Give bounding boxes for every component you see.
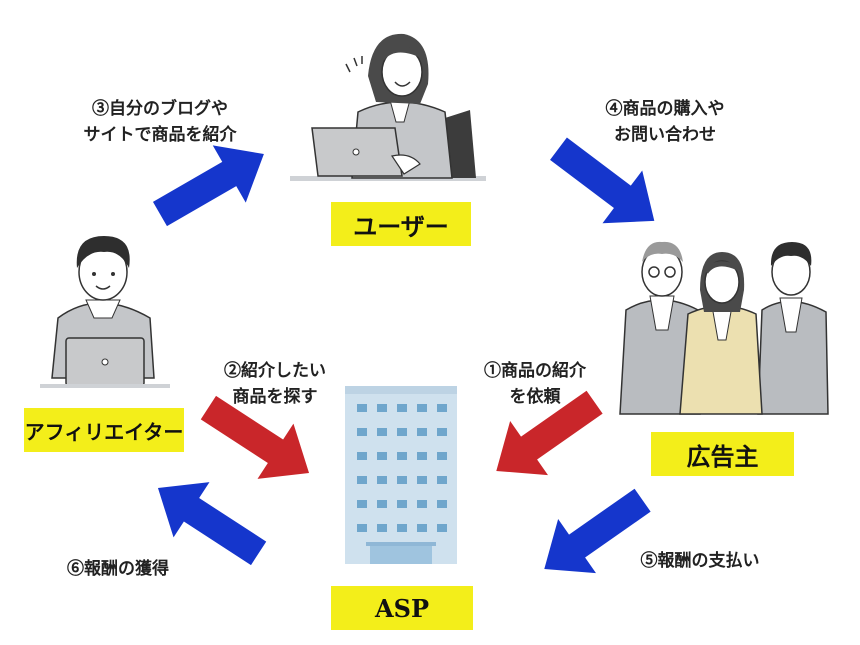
building-window: [397, 404, 407, 412]
building-window: [437, 524, 447, 532]
arrow-asp-to-affiliate: [157, 482, 267, 566]
arrow-affiliate-to-asp: [200, 395, 310, 479]
building-window: [437, 500, 447, 508]
step-3-line-1: ③自分のブログや: [92, 99, 228, 119]
building-window: [437, 428, 447, 436]
building-window: [397, 476, 407, 484]
arrow-user-to-advertiser: [550, 137, 655, 224]
arrow-affiliate-to-user: [152, 145, 264, 227]
building-window: [417, 428, 427, 436]
building-window: [377, 428, 387, 436]
building-window: [417, 476, 427, 484]
step-3-line-2: サイトで商品を紹介: [83, 125, 237, 145]
arrow-advertiser-to-asp: [496, 390, 603, 476]
arrow-advertiser-to-asp-payment: [544, 488, 651, 574]
building-window: [357, 404, 367, 412]
building-window: [437, 404, 447, 412]
step-2-line-2: 商品を探す: [232, 387, 318, 407]
step-1-caption: ①商品の紹介 を依頼: [470, 358, 600, 410]
step-1-line-1: ①商品の紹介: [484, 361, 586, 381]
user-illustration: [290, 33, 486, 181]
building-window: [357, 452, 367, 460]
building-window: [417, 524, 427, 532]
building-window: [397, 500, 407, 508]
step-4-line-1: ④商品の購入や: [605, 99, 725, 119]
step-2-caption: ②紹介したい 商品を探す: [210, 358, 340, 410]
building-window: [417, 452, 427, 460]
step-6-caption: ⑥報酬の獲得: [48, 556, 188, 582]
role-label-advertiser: 広告主: [651, 432, 794, 476]
building-window: [357, 500, 367, 508]
building-windows: [357, 404, 447, 532]
building-window: [377, 476, 387, 484]
step-6-line-1: ⑥報酬の獲得: [67, 559, 169, 579]
building-window: [397, 428, 407, 436]
asp-building: [345, 386, 457, 564]
step-5-line-1: ⑤報酬の支払い: [640, 551, 760, 571]
role-label-affiliate: アフィリエイター: [24, 408, 184, 452]
step-2-line-1: ②紹介したい: [224, 361, 326, 381]
affiliate-illustration: [40, 236, 170, 388]
building-window: [377, 404, 387, 412]
step-3-caption: ③自分のブログや サイトで商品を紹介: [60, 96, 260, 148]
building-window: [357, 524, 367, 532]
building-window: [357, 428, 367, 436]
building-window: [357, 476, 367, 484]
building-window: [397, 524, 407, 532]
advertiser-illustration: [619, 241, 829, 415]
role-label-user: ユーザー: [331, 202, 471, 246]
building-window: [377, 524, 387, 532]
building-window: [437, 452, 447, 460]
role-label-asp: ASP: [331, 586, 473, 630]
step-1-line-2: を依頼: [509, 387, 561, 407]
building-window: [377, 452, 387, 460]
step-4-caption: ④商品の購入や お問い合わせ: [585, 96, 745, 148]
step-5-caption: ⑤報酬の支払い: [625, 548, 775, 574]
step-4-line-2: お問い合わせ: [614, 125, 716, 145]
building-window: [377, 500, 387, 508]
building-window: [417, 404, 427, 412]
building-window: [417, 500, 427, 508]
building-window: [397, 452, 407, 460]
building-window: [437, 476, 447, 484]
